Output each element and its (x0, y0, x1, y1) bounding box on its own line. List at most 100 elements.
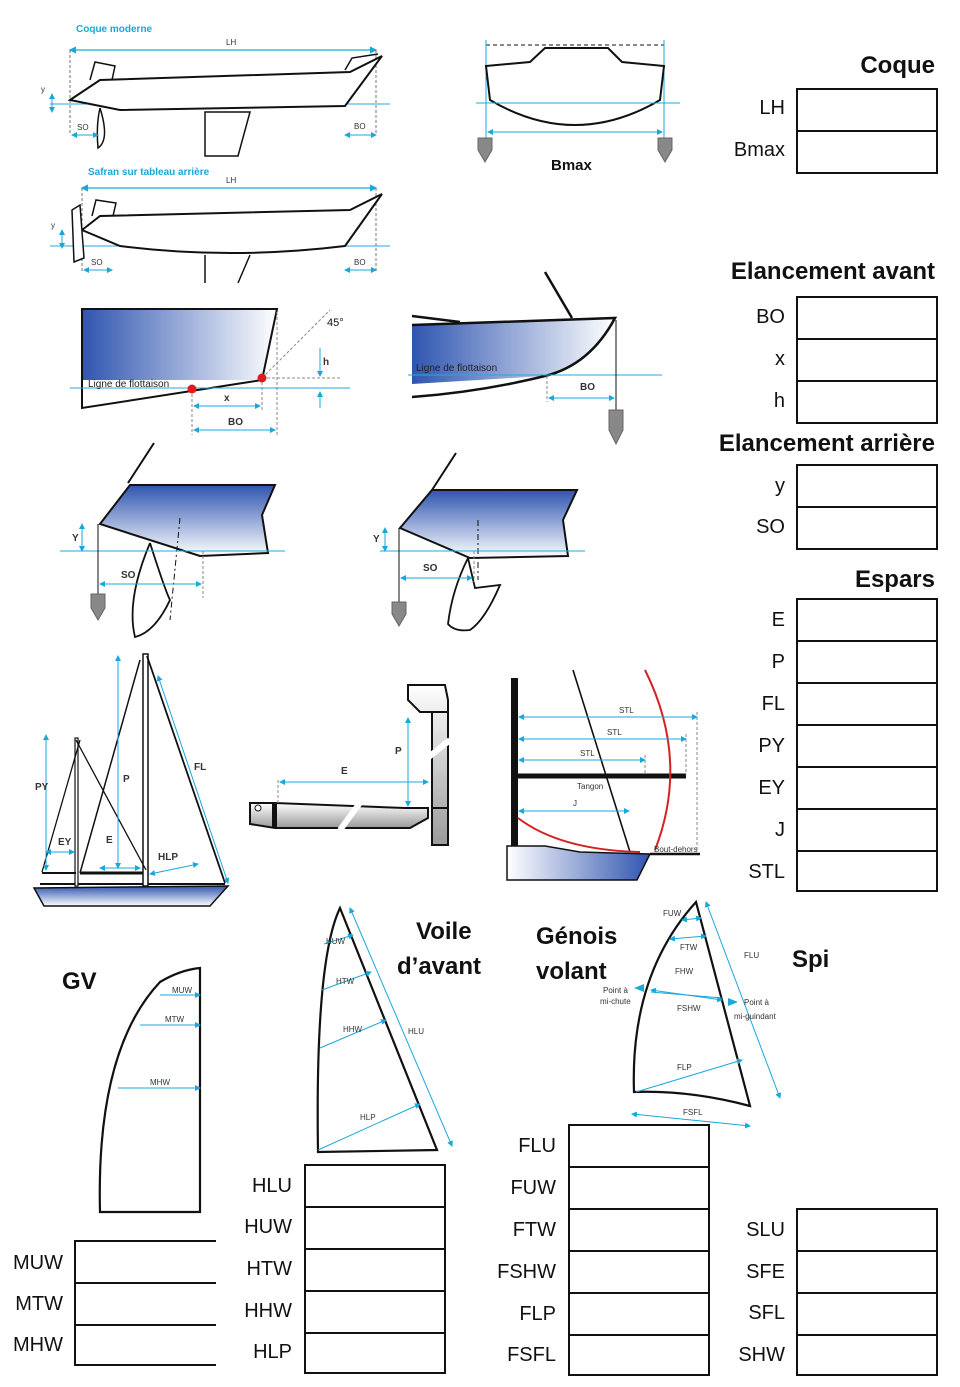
spi-fshw-label: FSHW (677, 1004, 701, 1013)
field-x[interactable] (796, 338, 938, 382)
spi-diagram: FUW FTW FHW FLU FSHW FLP FSFL Point à mi… (600, 899, 782, 1129)
spinnaker-stl2-label: STL (607, 728, 622, 737)
bow-detail-h-label: h (323, 357, 329, 368)
bow-profile-waterline: Ligne de flottaison (416, 363, 497, 374)
rig-hlp-label: HLP (158, 852, 178, 863)
headsail-diagram: HUW HTW HHW HLP HLU (316, 905, 453, 1154)
field-muw[interactable] (74, 1240, 216, 1284)
section-title-genois-volant-2: volant (536, 958, 607, 985)
section-title-gv: GV (62, 968, 97, 995)
spi-ftw-label: FTW (680, 943, 698, 952)
section-title-voile-avant-2: d’avant (397, 953, 482, 980)
stern-a-diagram: Y SO (60, 442, 285, 639)
field-bo[interactable] (796, 296, 938, 340)
field-j[interactable] (796, 808, 938, 852)
field-label-ey: EY (758, 777, 785, 799)
field-so[interactable] (796, 506, 938, 550)
field-stl[interactable] (796, 850, 938, 892)
bow-detail-diagram: Ligne de flottaison 45° h x BO (70, 308, 350, 435)
field-label-y: y (775, 475, 785, 497)
field-mhw[interactable] (74, 1324, 216, 1366)
spi-flp-label: FLP (677, 1063, 692, 1072)
field-label-e: E (771, 609, 785, 631)
field-label-bo: BO (756, 306, 785, 328)
headsail-hlu-label: HLU (408, 1027, 424, 1036)
field-label-lh: LH (759, 97, 785, 119)
field-label-shw: SHW (738, 1344, 785, 1366)
section-title-elancement-avant: Elancement avant (730, 258, 935, 285)
spi-point-guindant-1: Point à (744, 998, 769, 1007)
bow-detail-bo-label: BO (228, 417, 243, 428)
mainsail-diagram: MUW MTW MHW (98, 966, 202, 1214)
spinnaker-stl1-label: STL (619, 706, 634, 715)
headsail-hlp-label: HLP (360, 1113, 376, 1122)
section-title-voile-avant-1: Voile (416, 918, 472, 945)
field-fl[interactable] (796, 682, 938, 726)
field-flu[interactable] (568, 1124, 710, 1168)
hull-transom-diagram: Safran sur tableau arrière LH y SO BO (50, 167, 390, 284)
headsail-huw-label: HUW (326, 937, 346, 946)
spi-fuw-label: FUW (663, 909, 682, 918)
bow-detail-waterline: Ligne de flottaison (88, 379, 169, 390)
field-label-htw: HTW (246, 1258, 292, 1280)
field-label-hhw: HHW (244, 1300, 292, 1322)
hull-modern-diagram: Coque moderne LH y SO BO (41, 24, 390, 157)
spinnaker-tangon-label: Tangon (577, 782, 603, 791)
spi-flu-label: FLU (744, 951, 759, 960)
field-label-sfl: SFL (748, 1302, 785, 1324)
field-label-flp: FLP (519, 1303, 556, 1325)
stern-a-y-label: Y (72, 533, 79, 544)
rig-ey-label: EY (58, 837, 72, 848)
section-title-spi: Spi (792, 946, 830, 973)
stern-b-diagram: Y SO (373, 452, 585, 632)
field-fsfl[interactable] (568, 1334, 710, 1376)
field-label-j: J (775, 819, 785, 841)
boom-diagram: E P (249, 684, 452, 846)
bow-detail-x-label: x (224, 393, 230, 404)
field-h[interactable] (796, 380, 938, 424)
headsail-htw-label: HTW (336, 977, 355, 986)
field-hhw[interactable] (304, 1290, 446, 1334)
field-shw[interactable] (796, 1334, 938, 1376)
field-label-sfe: SFE (746, 1261, 785, 1283)
field-sfe[interactable] (796, 1250, 938, 1294)
field-sfl[interactable] (796, 1292, 938, 1336)
field-hlu[interactable] (304, 1164, 446, 1208)
field-y[interactable] (796, 464, 938, 508)
spinnaker-j-label: J (573, 799, 577, 808)
field-lh[interactable] (796, 88, 938, 132)
field-p[interactable] (796, 640, 938, 684)
spi-point-chute-1: Point à (603, 986, 628, 995)
headsail-hhw-label: HHW (343, 1025, 363, 1034)
field-py[interactable] (796, 724, 938, 768)
rig-py-label: PY (35, 782, 49, 793)
field-htw[interactable] (304, 1248, 446, 1292)
field-fuw[interactable] (568, 1166, 710, 1210)
field-label-mtw: MTW (15, 1293, 63, 1315)
field-label-flu: FLU (518, 1135, 556, 1157)
hull-modern-so-label: SO (77, 123, 89, 132)
field-label-stl: STL (748, 861, 785, 883)
field-label-mhw: MHW (13, 1334, 63, 1356)
mainsail-mhw-label: MHW (150, 1078, 170, 1087)
field-label-hlp: HLP (253, 1341, 292, 1363)
field-ey[interactable] (796, 766, 938, 810)
stern-b-so-label: SO (423, 563, 438, 574)
field-label-slu: SLU (746, 1219, 785, 1241)
hull-modern-caption: Coque moderne (76, 24, 153, 35)
spinnaker-stl3-label: STL (580, 749, 595, 758)
rig-fl-label: FL (194, 762, 206, 773)
hull-modern-y-label: y (41, 85, 45, 94)
field-bmax[interactable] (796, 130, 938, 174)
field-e[interactable] (796, 598, 938, 642)
bow-detail-angle: 45° (327, 317, 344, 329)
rig-e-label: E (106, 835, 113, 846)
hull-modern-lh-label: LH (226, 38, 236, 47)
field-huw[interactable] (304, 1206, 446, 1250)
field-label-x: x (775, 348, 785, 370)
boom-e-label: E (341, 766, 348, 777)
field-hlp[interactable] (304, 1332, 446, 1374)
field-slu[interactable] (796, 1208, 938, 1252)
hull-transom-so-label: SO (91, 258, 103, 267)
field-label-fl: FL (761, 693, 785, 715)
